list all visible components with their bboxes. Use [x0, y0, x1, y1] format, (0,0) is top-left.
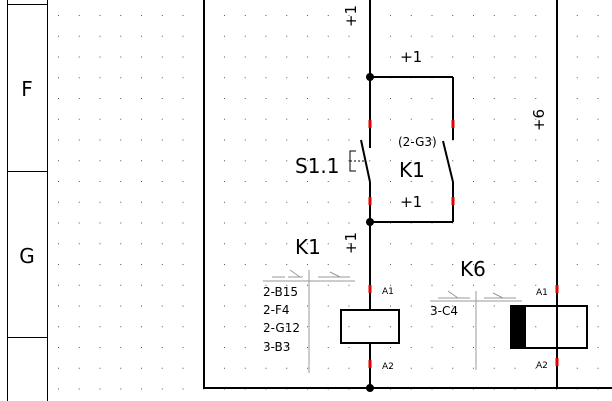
contact-k1-label: K1	[399, 158, 425, 182]
coil-k1-terminal-a2: A2	[382, 362, 394, 372]
coil-k6-terminal-a2: A2	[536, 361, 548, 371]
cross-ref-item[interactable]: 3-C4	[430, 304, 458, 318]
cross-ref-item[interactable]: 2-F4	[263, 303, 290, 317]
potential-right: +6	[530, 109, 548, 131]
cross-ref-item[interactable]: 2-B15	[263, 285, 298, 299]
row-ruler: F G	[7, 0, 48, 401]
coil-k1[interactable]: K1 A1 A2 2-B15 2-F4 2-G12 3-B3	[263, 235, 400, 373]
junction-dot	[366, 73, 374, 81]
potential-branch-bottom: +1	[400, 193, 422, 211]
junction-dot	[366, 218, 374, 226]
switch-s1-1[interactable]: S1.1	[295, 139, 371, 186]
coil-k6-terminal-a1: A1	[536, 288, 548, 298]
junction-dot	[366, 384, 374, 392]
contact-k1-ref: (2-G3)	[398, 135, 437, 149]
potential-branch-top: +1	[400, 48, 422, 66]
switch-s1-label: S1.1	[295, 154, 340, 178]
row-label-f: F	[21, 77, 33, 101]
coil-k6[interactable]: K6 A1 A2 3-C4	[430, 257, 588, 371]
contact-k1[interactable]: K1 (2-G3)	[398, 135, 454, 186]
potential-coil-feed: +1	[342, 232, 360, 254]
cross-ref-item[interactable]: 3-B3	[263, 340, 290, 354]
coil-k6-label: K6	[460, 257, 486, 281]
coil-k1-cross-ref: 2-B15 2-F4 2-G12 3-B3	[263, 269, 355, 373]
coil-k6-cross-ref: 3-C4	[430, 290, 522, 370]
cross-ref-item[interactable]: 2-G12	[263, 321, 300, 335]
row-label-g: G	[19, 244, 35, 268]
grid-dots	[48, 0, 612, 401]
potential-top: +1	[342, 5, 360, 27]
terminal-marks	[368, 120, 559, 368]
coil-k1-label: K1	[295, 235, 321, 259]
coil-k1-terminal-a1: A1	[382, 287, 394, 297]
